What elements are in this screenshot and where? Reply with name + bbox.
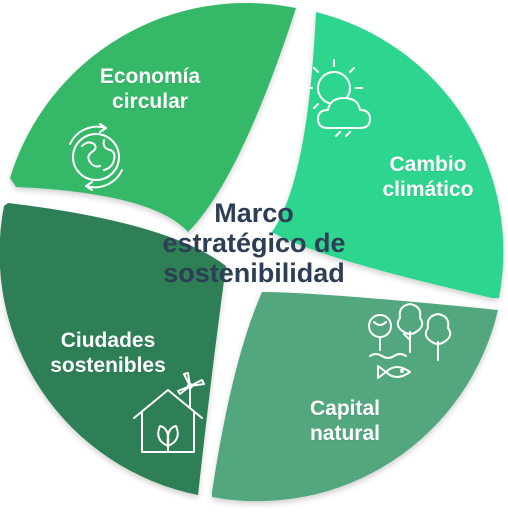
segment-capital-natural [212, 292, 498, 502]
label-ciudades-sostenibles: Ciudades sostenibles [38, 328, 178, 378]
label-ciudades-line1: Ciudades [60, 329, 156, 352]
label-ciudades-line2: sostenibles [50, 354, 166, 377]
trees-fish-icon [368, 303, 452, 379]
label-capital-line1: Capital [309, 397, 380, 420]
label-economia-circular: Economía circular [88, 64, 212, 114]
segment-ciudades-sostenibles [0, 203, 226, 495]
segment-cambio-climatico [272, 12, 504, 298]
label-cambio-line2: climático [382, 178, 474, 201]
center-title-line2: estratégico de [162, 228, 346, 258]
label-economia-line1: Economía [99, 65, 201, 88]
recycle-globe-icon [69, 123, 123, 191]
label-capital-line2: natural [309, 422, 380, 445]
center-title: Marco estratégico de sostenibilidad [124, 198, 384, 288]
label-economia-line2: circular [112, 90, 188, 113]
label-cambio-climatico: Cambio climático [368, 152, 488, 202]
center-title-line3: sostenibilidad [163, 258, 345, 288]
label-capital-natural: Capital natural [290, 396, 400, 446]
center-title-line1: Marco [214, 198, 294, 228]
label-cambio-line1: Cambio [389, 153, 467, 176]
house-windmill-icon [133, 372, 205, 453]
sun-cloud-icon [305, 59, 371, 137]
